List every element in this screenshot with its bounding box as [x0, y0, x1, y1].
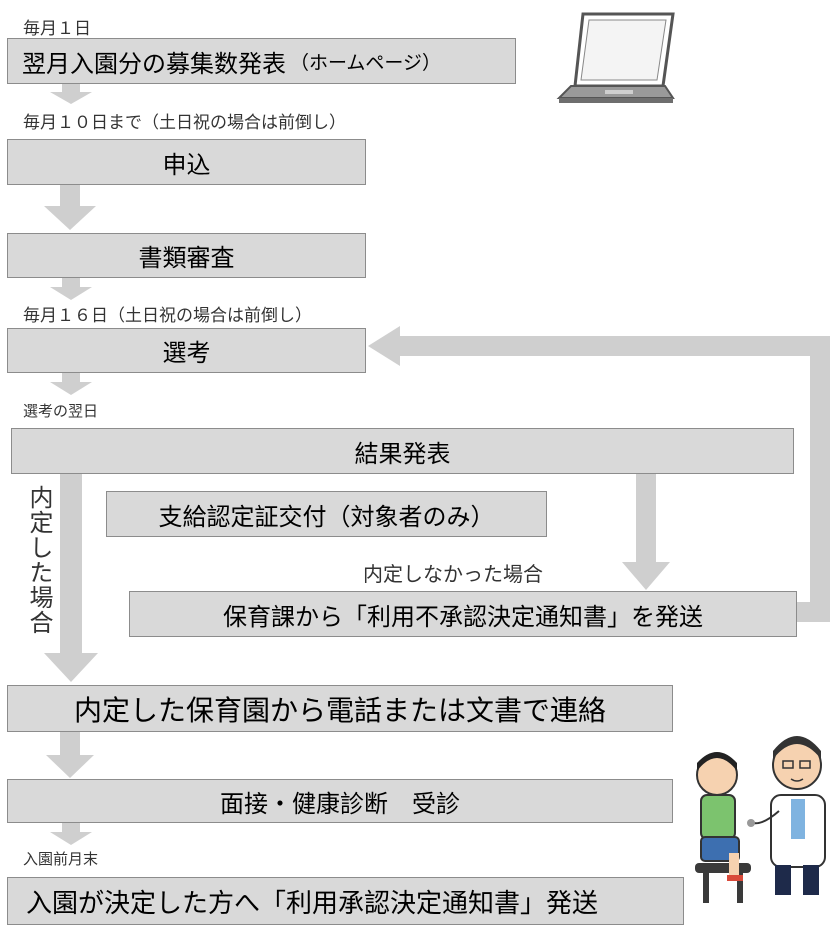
step-announce-label: 翌月入園分の募集数発表: [22, 49, 286, 78]
note-selection-16th: 毎月１６日（土日祝の場合は前倒し）: [23, 306, 312, 326]
arrow-1: [50, 84, 92, 104]
note-not-accepted: 内定しなかった場合: [363, 562, 543, 586]
arrow-accepted: [44, 474, 98, 682]
arrow-2: [44, 185, 96, 230]
note-monthly-1st: 毎月１日: [23, 19, 91, 39]
note-deadline-10th: 毎月１０日まで（土日祝の場合は前倒し）: [23, 113, 346, 133]
step-certificate-issue: 支給認定証交付（対象者のみ）: [106, 491, 547, 537]
note-accepted-vertical: 内定した場合: [25, 485, 53, 635]
arrow-3: [50, 278, 92, 300]
step-announce-sub: （ホームページ）: [290, 51, 442, 74]
step-document-review: 書類審査: [7, 233, 366, 278]
step-announce-openings: 翌月入園分の募集数発表 （ホームページ）: [7, 38, 516, 84]
step-result-announcement: 結果発表: [11, 428, 794, 474]
loop-line: [400, 336, 830, 622]
step-rejection-notice: 保育課から「利用不承認決定通知書」を発送: [129, 591, 797, 637]
arrow-6: [50, 823, 92, 845]
note-end-of-month: 入園前月末: [23, 850, 99, 868]
note-day-after-selection: 選考の翌日: [23, 402, 99, 420]
step-interview-health-check: 面接・健康診断 受診: [7, 779, 673, 823]
step-contact-from-nursery: 内定した保育園から電話または文書で連絡: [7, 685, 673, 732]
step-approval-notice: 入園が決定した方へ「利用承認決定通知書」発送: [7, 877, 684, 925]
laptop-icon: [556, 12, 675, 103]
doctor-examining-child-icon: [695, 736, 826, 903]
loop-arrowhead: [368, 326, 400, 366]
arrow-not-accepted: [622, 474, 670, 590]
step-selection: 選考: [7, 328, 366, 373]
arrow-5: [46, 732, 94, 778]
arrow-4: [50, 373, 92, 395]
step-application: 申込: [7, 139, 366, 185]
